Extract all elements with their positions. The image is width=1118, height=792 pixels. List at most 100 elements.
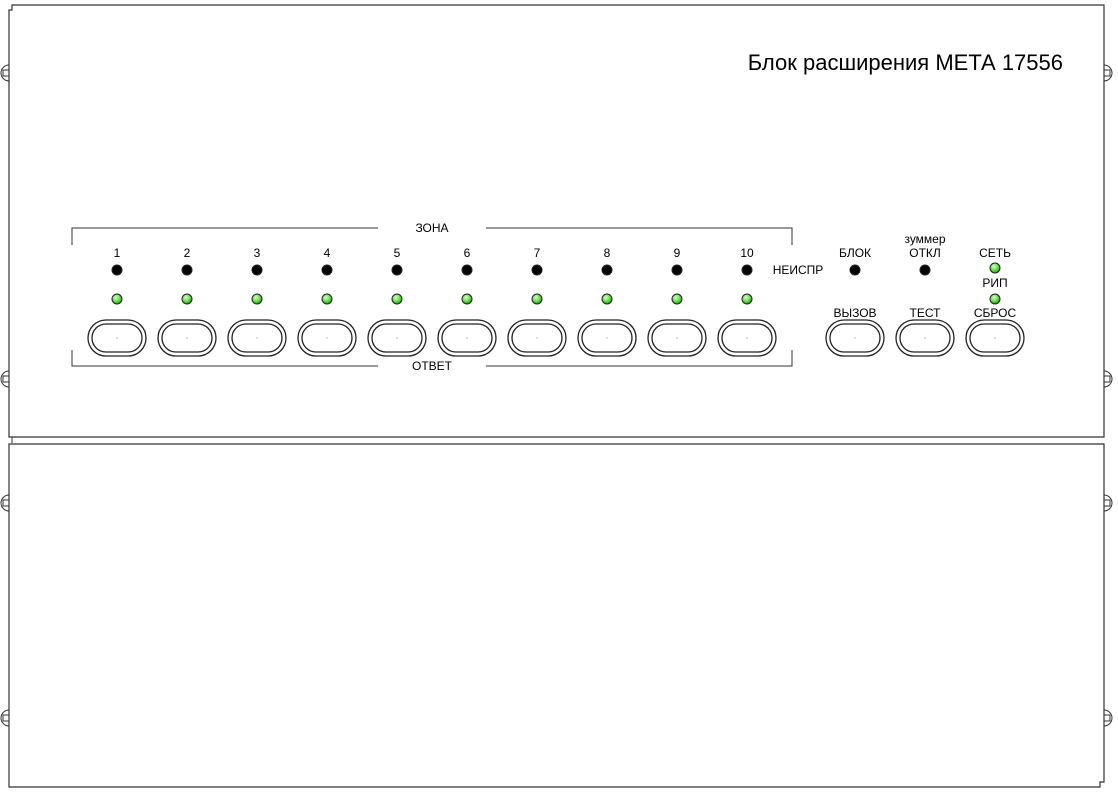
rip-label: РИП: [982, 276, 1007, 290]
answer-bracket-bottom-left: [71, 350, 378, 367]
button-center-dot: [396, 337, 398, 339]
zone-fault-led: [111, 264, 123, 276]
zone-fault-led: [531, 264, 543, 276]
zone-answer-button[interactable]: [647, 319, 707, 357]
zone-answer-button[interactable]: [157, 319, 217, 357]
zone-status-led: [111, 293, 123, 305]
upper-panel-border: [8, 4, 1105, 438]
zone-fault-led: [391, 264, 403, 276]
zone-fault-led: [321, 264, 333, 276]
block-led: [849, 264, 861, 276]
answer-bracket-bottom-right: [486, 350, 793, 367]
zone-group-label: ЗОНА: [415, 221, 448, 235]
reset-button[interactable]: [965, 319, 1025, 357]
button-center-dot: [186, 337, 188, 339]
test-button[interactable]: [895, 319, 955, 357]
right-clip-icon: [1103, 64, 1113, 82]
answer-group-label: ОТВЕТ: [412, 359, 453, 373]
zone-answer-button[interactable]: [87, 319, 147, 357]
left-clip-icon: [0, 64, 10, 82]
button-center-dot: [256, 337, 258, 339]
button-center-dot: [994, 337, 996, 339]
right-clip-icon: [1103, 709, 1113, 727]
mounting-clips: [0, 64, 1113, 727]
zone-status-led: [391, 293, 403, 305]
zone-status-led: [251, 293, 263, 305]
network-led: [989, 262, 1001, 274]
zone-status-led: [181, 293, 193, 305]
zone-column: 2: [157, 246, 217, 357]
left-clip-icon: [0, 709, 10, 727]
zone-fault-led: [601, 264, 613, 276]
zone-fault-led: [461, 264, 473, 276]
zone-status-led: [671, 293, 683, 305]
button-center-dot: [676, 337, 678, 339]
right-clip-icon: [1103, 370, 1113, 388]
reset-button-label: СБРОС: [974, 306, 1017, 320]
button-center-dot: [116, 337, 118, 339]
zone-status-led: [601, 293, 613, 305]
zone-status-led: [741, 293, 753, 305]
test-button-label: ТЕСТ: [910, 306, 942, 320]
zone-fault-led: [741, 264, 753, 276]
left-clip-icon: [0, 494, 10, 512]
zone-bracket: [71, 227, 793, 367]
zone-fault-led: [671, 264, 683, 276]
fault-label: НЕИСПР: [773, 263, 824, 277]
zone-column: 6: [437, 246, 497, 357]
button-center-dot: [924, 337, 926, 339]
zone-number: 7: [534, 246, 541, 260]
zone-status-led: [461, 293, 473, 305]
block-label: БЛОК: [839, 246, 871, 260]
zone-number: 5: [394, 246, 401, 260]
zone-answer-button[interactable]: [507, 319, 567, 357]
zone-number: 1: [114, 246, 121, 260]
buzzer-label: зуммер: [904, 232, 945, 246]
button-center-dot: [326, 337, 328, 339]
zone-column: 10: [717, 246, 777, 357]
button-center-dot: [606, 337, 608, 339]
network-label: СЕТЬ: [979, 246, 1011, 260]
button-center-dot: [466, 337, 468, 339]
zone-column: 1: [87, 246, 147, 357]
rip-led: [989, 293, 1001, 305]
zone-column: 4: [297, 246, 357, 357]
button-center-dot: [854, 337, 856, 339]
lower-panel-border: [8, 443, 1105, 788]
zone-status-led: [321, 293, 333, 305]
zone-bracket-top-right: [486, 227, 793, 245]
zone-number: 8: [604, 246, 611, 260]
zone-number: 10: [740, 246, 754, 260]
zone-bracket-top-left: [71, 227, 378, 245]
button-center-dot: [746, 337, 748, 339]
zone-column: 7: [507, 246, 567, 357]
zone-column: 9: [647, 246, 707, 357]
zone-answer-button[interactable]: [437, 319, 497, 357]
zone-number: 3: [254, 246, 261, 260]
zone-answer-button[interactable]: [227, 319, 287, 357]
zone-number: 6: [464, 246, 471, 260]
device-title: Блок расширения МЕТА 17556: [748, 50, 1063, 75]
buzzer-off-label: ОТКЛ: [909, 246, 941, 260]
right-clip-icon: [1103, 494, 1113, 512]
buzzer-off-led: [919, 264, 931, 276]
zone-fault-led: [181, 264, 193, 276]
call-button[interactable]: [825, 319, 885, 357]
call-button-label: ВЫЗОВ: [833, 306, 876, 320]
zone-column: 3: [227, 246, 287, 357]
zone-status-led: [531, 293, 543, 305]
zone-number: 4: [324, 246, 331, 260]
zone-columns: 1 2 3 4 5 6 7 8 9 10: [87, 246, 777, 357]
zone-answer-button[interactable]: [577, 319, 637, 357]
zone-number: 9: [674, 246, 681, 260]
button-center-dot: [536, 337, 538, 339]
panel-frame: [8, 4, 1105, 788]
zone-column: 5: [367, 246, 427, 357]
zone-fault-led: [251, 264, 263, 276]
zone-number: 2: [184, 246, 191, 260]
zone-answer-button[interactable]: [297, 319, 357, 357]
zone-answer-button[interactable]: [717, 319, 777, 357]
zone-answer-button[interactable]: [367, 319, 427, 357]
zone-column: 8: [577, 246, 637, 357]
